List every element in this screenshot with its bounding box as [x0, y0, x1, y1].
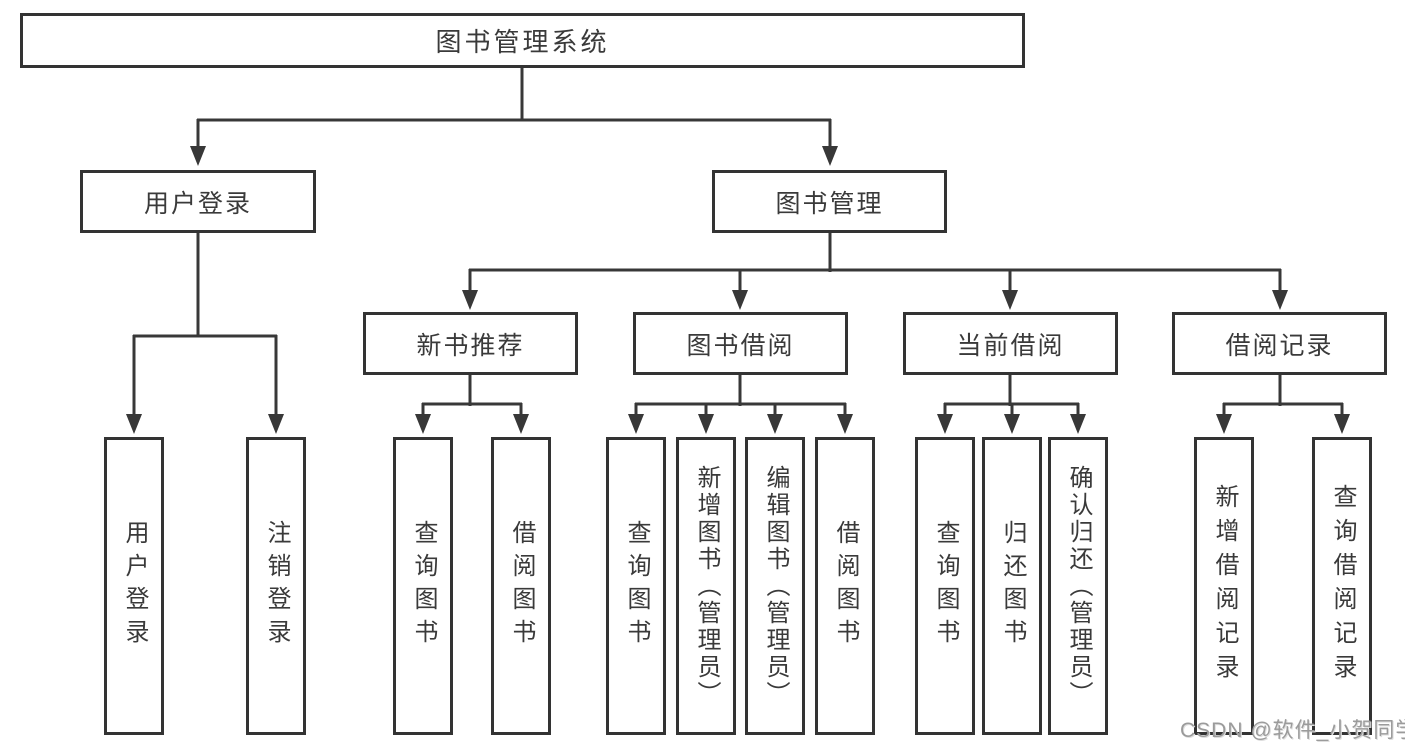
- arrow-icon: [1334, 414, 1350, 434]
- arrow-icon: [698, 414, 714, 434]
- leaf-confirm-return-admin: 确认归还（管理员）: [1048, 437, 1108, 735]
- arrow-icon: [937, 414, 953, 434]
- arrow-icon: [1216, 414, 1232, 434]
- arrow-icon: [767, 414, 783, 434]
- connector-lines: [132, 68, 1344, 416]
- arrow-icon: [1004, 414, 1020, 434]
- leaf-label: 确认归还（管理员）: [1065, 464, 1092, 708]
- arrow-icon: [628, 414, 644, 434]
- leaf-user-login: 用户登录: [104, 437, 164, 735]
- leaf-label: 注销登录: [263, 520, 290, 652]
- arrow-icon: [837, 414, 853, 434]
- connector-bookmgmt-to-level3: [468, 233, 1282, 292]
- node-current-borrowing: 当前借阅: [903, 312, 1118, 375]
- arrow-icon: [732, 290, 748, 310]
- arrow-icon: [1272, 290, 1288, 310]
- connector-userlogin-to-leaves: [132, 233, 278, 416]
- leaf-add-books-admin: 新增图书（管理员）: [676, 437, 736, 735]
- arrow-icon: [1070, 414, 1086, 434]
- leaf-label: 借阅图书: [508, 520, 535, 652]
- arrow-icon: [126, 414, 142, 434]
- arrow-icon: [513, 414, 529, 434]
- leaf-logout: 注销登录: [246, 437, 306, 735]
- connector-level3-stubs: [468, 375, 1282, 406]
- leaf-label: 查询借阅记录: [1329, 484, 1356, 688]
- leaf-label: 借阅图书: [832, 520, 859, 652]
- arrow-icon: [822, 146, 838, 166]
- csdn-watermark: CSDN @软件_小贺同学: [1180, 719, 1405, 742]
- leaf-label: 新增借阅记录: [1211, 484, 1238, 688]
- leaf-query-books-recommend: 查询图书: [393, 437, 453, 735]
- node-book-borrowing: 图书借阅: [633, 312, 848, 375]
- node-user-login: 用户登录: [80, 170, 316, 233]
- arrowheads: [126, 146, 1350, 434]
- node-new-book-recommendation: 新书推荐: [363, 312, 578, 375]
- arrow-icon: [190, 146, 206, 166]
- leaf-add-borrow-record: 新增借阅记录: [1194, 437, 1254, 735]
- node-library-management-system: 图书管理系统: [20, 13, 1025, 68]
- leaf-borrow-books-recommend: 借阅图书: [491, 437, 551, 735]
- arrow-icon: [415, 414, 431, 434]
- leaf-query-books-borrow: 查询图书: [606, 437, 666, 735]
- leaf-borrow-books: 借阅图书: [815, 437, 875, 735]
- node-book-management: 图书管理: [712, 170, 947, 233]
- leaf-return-books: 归还图书: [982, 437, 1042, 735]
- arrow-icon: [1002, 290, 1018, 310]
- leaf-label: 编辑图书（管理员）: [762, 464, 789, 708]
- leaf-query-books-current: 查询图书: [915, 437, 975, 735]
- leaf-label: 归还图书: [999, 520, 1026, 652]
- leaf-label: 查询图书: [410, 520, 437, 652]
- leaf-label: 新增图书（管理员）: [693, 464, 720, 708]
- leaf-query-borrow-record: 查询借阅记录: [1312, 437, 1372, 735]
- leaf-label: 查询图书: [623, 520, 650, 652]
- leaf-edit-books-admin: 编辑图书（管理员）: [745, 437, 805, 735]
- node-borrowing-records: 借阅记录: [1172, 312, 1387, 375]
- arrow-icon: [268, 414, 284, 434]
- connector-leaf-stems: [421, 403, 1344, 416]
- arrow-icon: [462, 290, 478, 310]
- leaf-label: 用户登录: [121, 520, 148, 652]
- connector-root-to-level2: [196, 68, 832, 148]
- leaf-label: 查询图书: [932, 520, 959, 652]
